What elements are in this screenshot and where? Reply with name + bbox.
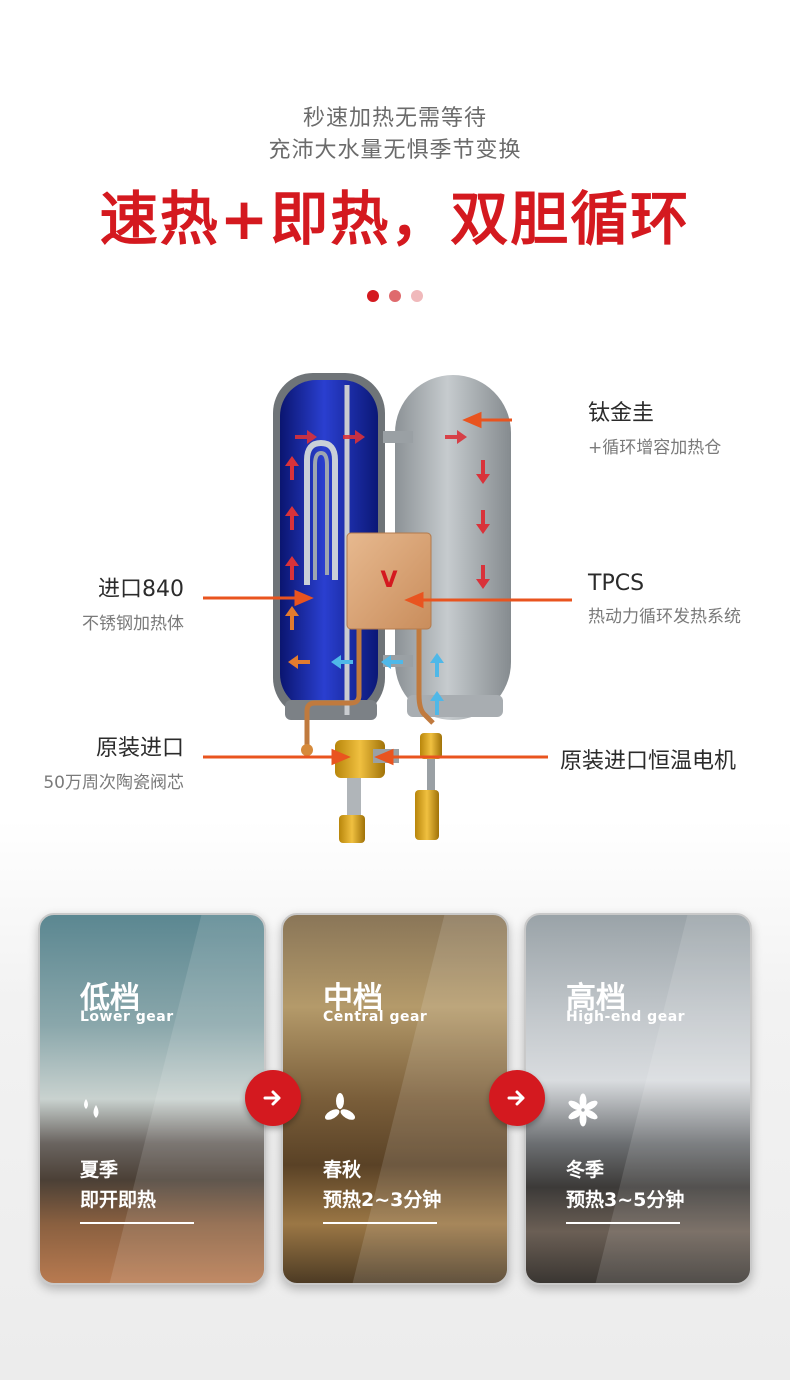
- next-gear-button-2[interactable]: [489, 1070, 545, 1126]
- gear-card-season: 冬季: [566, 1159, 605, 1181]
- callout-titanium-sub: +循环增容加热仓: [588, 438, 722, 458]
- gear-card-low[interactable]: 低档 Lower gear 夏季 即开即热: [38, 913, 266, 1285]
- callout-valve-title: 原装进口: [95, 736, 184, 761]
- gear-card-english: High-end gear: [566, 1009, 686, 1025]
- gear-card-high[interactable]: 高档 High-end gear 冬季 预热3~5分钟: [524, 913, 752, 1285]
- gear-card-english: Central gear: [323, 1009, 428, 1025]
- subtitle-line-2: 充沛大水量无惧季节变换: [268, 138, 522, 163]
- gear-card-title: 高档: [566, 981, 626, 1016]
- carousel-dot-1[interactable]: [367, 290, 379, 302]
- callout-titanium-title: 钛金圭: [588, 401, 655, 426]
- gear-card-title: 中档: [323, 981, 383, 1016]
- gear-card-desc: 即开即热: [80, 1189, 157, 1211]
- callout-heater-title: 进口840: [98, 577, 184, 602]
- arrow-right-icon: [263, 1090, 281, 1106]
- gear-card-divider: [566, 1222, 680, 1224]
- gear-card-desc: 预热3~5分钟: [566, 1189, 685, 1211]
- gear-card-desc: 预热2~3分钟: [323, 1189, 442, 1211]
- gear-card-english: Lower gear: [80, 1009, 174, 1025]
- callout-tpcs-sub: 热动力循环发热系统: [588, 607, 741, 627]
- carousel-indicator: [367, 290, 423, 302]
- gear-card-divider: [80, 1222, 194, 1224]
- next-gear-button-1[interactable]: [245, 1070, 301, 1126]
- callout-valve: 原装进口 50万周次陶瓷阀芯: [43, 730, 184, 793]
- carousel-dot-3[interactable]: [411, 290, 423, 302]
- gear-card-season: 夏季: [80, 1159, 119, 1181]
- gear-card-divider: [323, 1222, 437, 1224]
- ceramic-valve: [335, 740, 385, 778]
- callout-titanium: 钛金圭 +循环增容加热仓: [588, 395, 721, 458]
- arrow-right-icon: [507, 1090, 525, 1106]
- callout-motor-title: 原装进口恒温电机: [560, 749, 737, 774]
- callout-heater: 进口840 不锈钢加热体: [82, 571, 184, 634]
- callout-motor: 原装进口恒温电机: [560, 743, 736, 775]
- water-drops-icon: [84, 1099, 99, 1118]
- fan-6-blade-icon: [568, 1093, 598, 1127]
- dual-tank-diagram: V: [273, 373, 511, 843]
- gear-card-central[interactable]: 中档 Central gear 春秋 预热2~3分钟: [281, 913, 509, 1285]
- subtitle-line-1: 秒速加热无需等待: [302, 106, 487, 131]
- gear-card-season: 春秋: [323, 1159, 362, 1181]
- thermostatic-motor: [415, 790, 439, 840]
- callout-tpcs-title: TPCS: [588, 571, 645, 596]
- tpcs-heater-box: [346, 532, 432, 630]
- callout-heater-sub: 不锈钢加热体: [82, 614, 184, 634]
- brand-logo-mark: V: [380, 568, 397, 593]
- gear-card-title: 低档: [80, 981, 140, 1016]
- carousel-dot-2[interactable]: [389, 290, 401, 302]
- callout-valve-sub: 50万周次陶瓷阀芯: [43, 773, 184, 793]
- page-headline: 速热+即热，双胆循环: [99, 185, 691, 253]
- fan-3-blade-icon: [324, 1093, 356, 1120]
- callout-tpcs: TPCS 热动力循环发热系统: [588, 571, 741, 627]
